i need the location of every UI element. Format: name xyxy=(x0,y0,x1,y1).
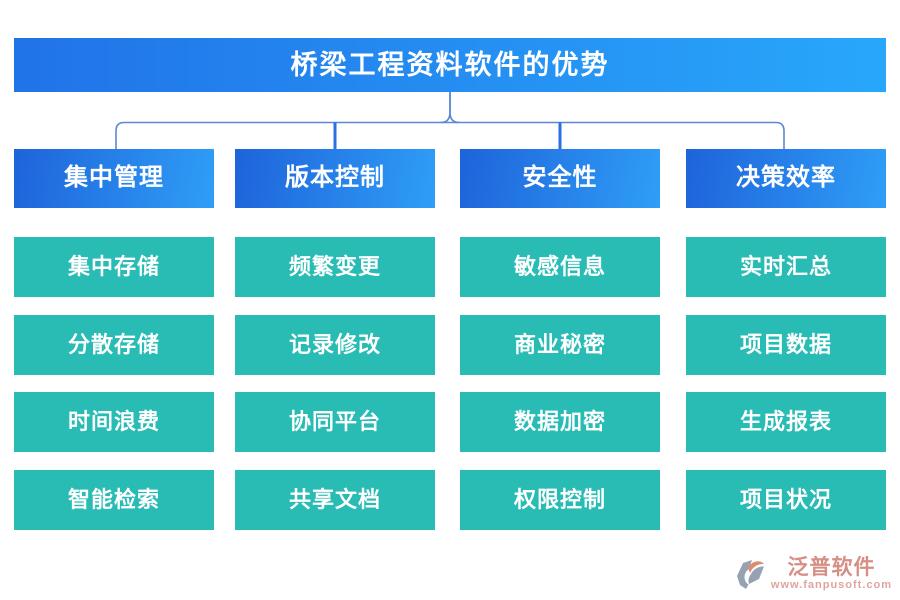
cell-centralized-storage: 集中存储 xyxy=(14,237,214,297)
column-header-version-control: 版本控制 xyxy=(235,149,435,208)
cell-shared-documents: 共享文档 xyxy=(235,470,435,530)
cell-realtime-summary: 实时汇总 xyxy=(686,237,886,297)
connector-stem-left-flare xyxy=(440,92,451,124)
cell-project-data: 项目数据 xyxy=(686,315,886,375)
connector-stem-right-flare xyxy=(449,92,460,124)
cell-data-encryption: 数据加密 xyxy=(460,392,660,452)
cell-project-status: 项目状况 xyxy=(686,470,886,530)
fanpu-logo-icon xyxy=(736,559,764,589)
brand-name: 泛普软件 xyxy=(787,555,876,579)
cell-permission-control: 权限控制 xyxy=(460,470,660,530)
brand-footer: 泛普软件 www.fanpusoft.com xyxy=(735,555,892,592)
brand-text-block: 泛普软件 www.fanpusoft.com xyxy=(771,555,892,592)
cell-smart-search: 智能检索 xyxy=(14,470,214,530)
cell-scattered-storage: 分散存储 xyxy=(14,315,214,375)
diagram-title: 桥梁工程资料软件的优势 xyxy=(14,38,886,92)
column-header-decision-efficiency: 决策效率 xyxy=(686,149,886,208)
brand-url: www.fanpusoft.com xyxy=(770,579,892,591)
cell-trade-secrets: 商业秘密 xyxy=(460,315,660,375)
column-header-centralized-management: 集中管理 xyxy=(14,149,214,208)
cell-generate-reports: 生成报表 xyxy=(686,392,886,452)
cell-collaboration-platform: 协同平台 xyxy=(235,392,435,452)
cell-record-modifications: 记录修改 xyxy=(235,315,435,375)
column-header-security: 安全性 xyxy=(460,149,660,208)
cell-time-waste: 时间浪费 xyxy=(14,392,214,452)
cell-frequent-changes: 频繁变更 xyxy=(235,237,435,297)
connector-horizontal-rail xyxy=(115,121,785,149)
cell-sensitive-information: 敏感信息 xyxy=(460,237,660,297)
